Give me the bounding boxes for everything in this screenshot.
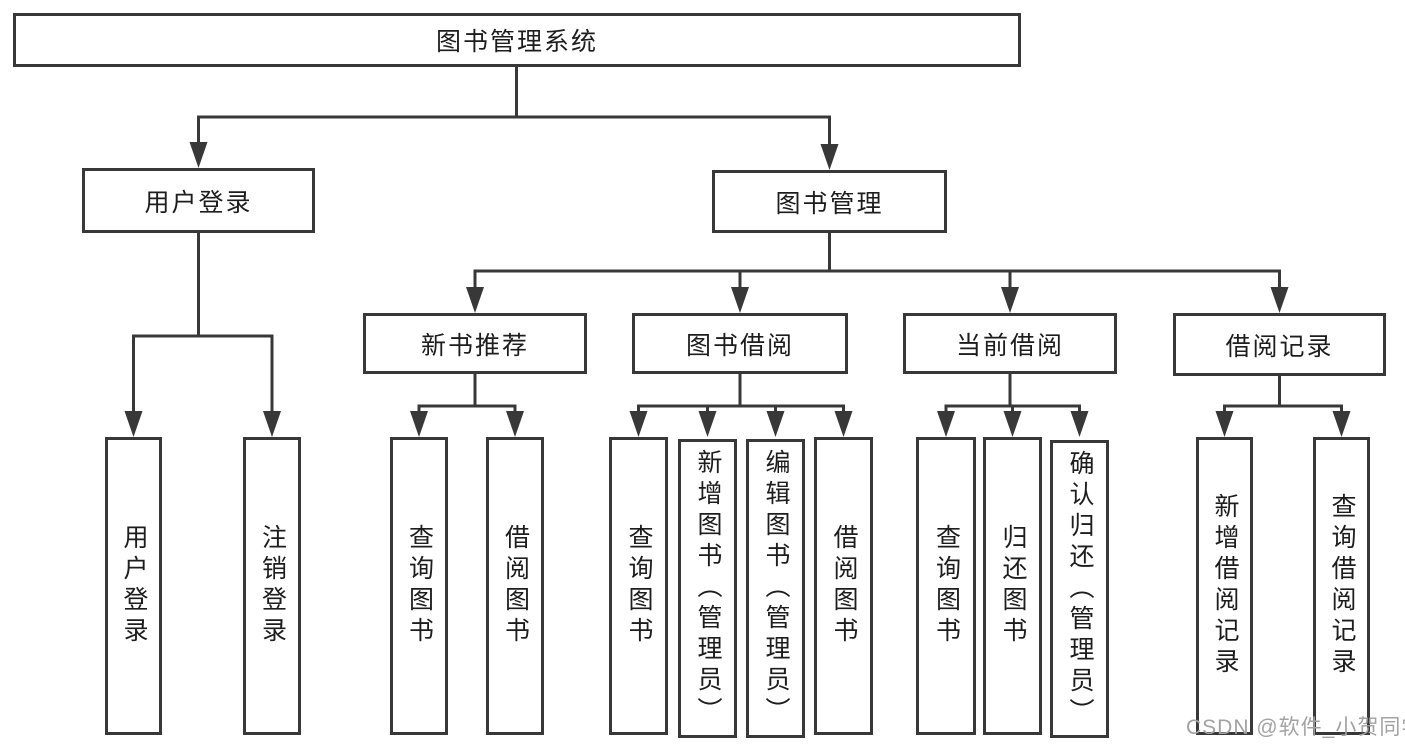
watermark: CSDN @软件_小贺同学: [1186, 716, 1405, 739]
leaf-user-login: 用户登录: [105, 437, 162, 735]
leaf-bb-query-book: 查询图书: [609, 437, 668, 735]
leaf-br-add-record-label: 新增借阅记录: [1211, 493, 1239, 679]
node-current-borrowing: 当前借阅: [903, 313, 1117, 374]
leaf-bb-query-book-label: 查询图书: [625, 524, 653, 648]
node-user-login: 用户登录: [82, 168, 315, 233]
leaf-nb-borrow-book: 借阅图书: [486, 437, 544, 735]
leaf-user-login-label: 用户登录: [120, 524, 148, 648]
leaf-cb-query-book-label: 查询图书: [932, 524, 961, 648]
node-root: 图书管理系统: [13, 13, 1021, 67]
leaf-br-query-record: 查询借阅记录: [1313, 437, 1370, 735]
leaf-nb-query-book: 查询图书: [390, 437, 448, 735]
node-current-borrowing-label: 当前借阅: [955, 331, 1064, 360]
leaf-br-query-record-label: 查询借阅记录: [1328, 493, 1356, 679]
leaf-bb-borrow-book: 借阅图书: [814, 437, 873, 735]
node-book-borrowing-label: 图书借阅: [685, 331, 794, 360]
leaf-cb-confirm-return-admin: 确认归还（管理员）: [1050, 440, 1109, 738]
node-root-label: 图书管理系统: [435, 28, 598, 56]
node-new-book-recommend-label: 新书推荐: [420, 331, 529, 360]
node-book-borrowing: 图书借阅: [632, 313, 848, 374]
leaf-logout-label: 注销登录: [258, 524, 287, 648]
leaf-cb-return-book: 归还图书: [983, 437, 1042, 735]
leaf-bb-edit-book-admin: 编辑图书（管理员）: [746, 439, 805, 738]
leaf-bb-add-book-admin-label: 新增图书（管理员）: [694, 449, 722, 728]
leaf-bb-borrow-book-label: 借阅图书: [830, 524, 858, 648]
leaf-cb-confirm-return-admin-label: 确认归还（管理员）: [1066, 449, 1094, 729]
leaf-cb-query-book: 查询图书: [916, 437, 976, 735]
leaf-nb-borrow-book-label: 借阅图书: [501, 524, 530, 648]
node-book-management: 图书管理: [712, 170, 947, 233]
node-borrowing-records-label: 借阅记录: [1225, 332, 1334, 361]
node-borrowing-records: 借阅记录: [1173, 313, 1386, 376]
node-new-book-recommend: 新书推荐: [363, 313, 587, 374]
leaf-bb-edit-book-admin-label: 编辑图书（管理员）: [762, 449, 790, 728]
node-book-management-label: 图书管理: [775, 189, 884, 218]
leaf-br-add-record: 新增借阅记录: [1196, 437, 1253, 735]
leaf-logout: 注销登录: [243, 437, 301, 735]
leaf-bb-add-book-admin: 新增图书（管理员）: [678, 439, 737, 738]
leaf-nb-query-book-label: 查询图书: [405, 524, 434, 648]
leaf-cb-return-book-label: 归还图书: [999, 524, 1027, 648]
node-user-login-label: 用户登录: [144, 188, 253, 217]
